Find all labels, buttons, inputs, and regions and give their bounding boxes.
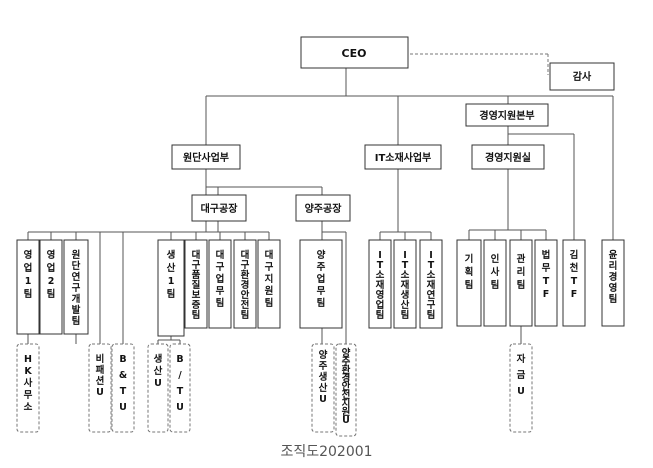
svg-text:IT소재사업부: IT소재사업부	[375, 151, 432, 164]
node-ceo: CEO	[300, 36, 409, 69]
svg-text:경영지원실: 경영지원실	[485, 151, 531, 164]
svg-text:CEO: CEO	[342, 47, 367, 60]
org-chart: CEO 감사 경영지원본부 원단사업부 IT소재사업부 경영지원실 대구공장 양…	[16, 36, 625, 437]
svg-text:감사: 감사	[573, 70, 592, 83]
node-it-division: IT소재사업부	[364, 144, 442, 170]
node-wondan-division: 원단사업부	[171, 144, 241, 170]
svg-text:인사팀: 인사팀	[491, 254, 500, 291]
node-management-division: 경영지원본부	[465, 103, 549, 127]
chart-caption: 조직도202001	[280, 444, 373, 460]
node-yangju-factory: 양주공장	[295, 194, 351, 222]
svg-text:관리팀: 관리팀	[517, 253, 526, 291]
svg-text:B/TU: B/TU	[176, 354, 184, 413]
svg-text:양주공장: 양주공장	[305, 202, 343, 215]
svg-text:경영지원본부: 경영지원본부	[479, 109, 534, 122]
svg-text:기획팀: 기획팀	[465, 253, 474, 291]
svg-text:원단사업부: 원단사업부	[183, 151, 229, 164]
svg-text:생산U: 생산U	[154, 353, 163, 389]
connector-lines	[27, 53, 614, 344]
node-management-office: 경영지원실	[471, 144, 545, 170]
svg-text:자금U: 자금U	[517, 353, 526, 397]
node-daegu-factory: 대구공장	[191, 194, 247, 222]
svg-text:B&TU: B&TU	[119, 354, 127, 413]
svg-text:대구공장: 대구공장	[201, 202, 239, 215]
node-audit: 감사	[549, 62, 615, 91]
